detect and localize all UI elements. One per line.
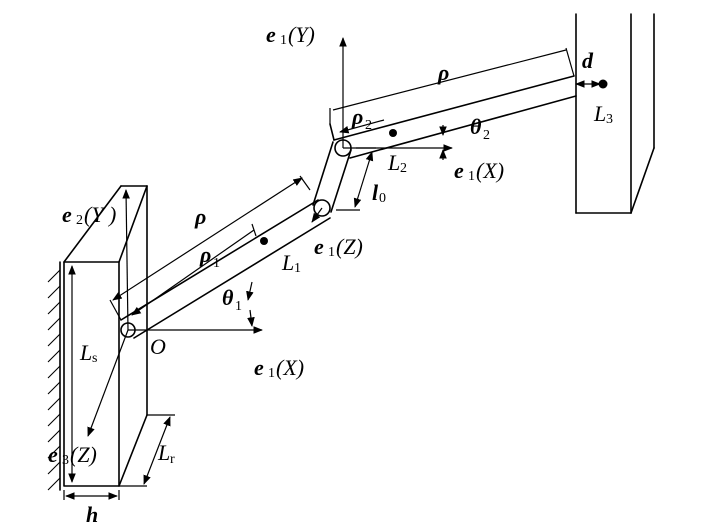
label-rho-top: ρ <box>437 60 449 85</box>
svg-text:e: e <box>266 22 276 47</box>
svg-text:(X): (X) <box>276 355 304 380</box>
svg-text:2: 2 <box>76 213 83 228</box>
svg-text:0: 0 <box>379 191 386 206</box>
svg-text:e: e <box>48 442 58 467</box>
svg-text:(Y): (Y) <box>288 22 315 47</box>
svg-text:1: 1 <box>280 33 287 48</box>
link-2 <box>329 75 577 159</box>
svg-text:2: 2 <box>483 128 490 143</box>
label-O: O <box>150 334 166 359</box>
wall-hatching <box>47 261 61 491</box>
label-L3: L 3 <box>593 101 613 127</box>
svg-text:1: 1 <box>235 299 242 314</box>
svg-text:1: 1 <box>268 366 275 381</box>
svg-text:(Z): (Z) <box>70 442 97 467</box>
svg-text:1: 1 <box>294 261 301 276</box>
svg-text:L: L <box>157 440 170 465</box>
svg-text:ρ: ρ <box>351 104 363 129</box>
svg-text:L: L <box>593 101 606 126</box>
label-e1Y: e 1 (Y) <box>266 22 315 48</box>
svg-text:θ: θ <box>222 285 234 310</box>
e2y-axis <box>122 189 130 331</box>
svg-text:e: e <box>254 355 264 380</box>
theta1-arrow-bottom <box>247 309 255 327</box>
svg-text:2: 2 <box>400 161 407 176</box>
label-rho1: ρ 1 <box>199 242 220 271</box>
theta1-arrow-top <box>246 281 254 301</box>
label-e1X-bottom: e 1 (X) <box>254 355 304 381</box>
svg-text:3: 3 <box>62 453 69 468</box>
rho-mid-dimension <box>109 175 311 321</box>
label-rho-mid: ρ <box>194 204 206 229</box>
label-L2: L 2 <box>387 150 407 176</box>
label-L1: L 1 <box>281 250 301 276</box>
label-h: h <box>86 502 98 527</box>
rho1-dimension <box>131 223 257 316</box>
svg-text:1: 1 <box>213 256 220 271</box>
svg-text:L: L <box>387 150 400 175</box>
svg-text:3: 3 <box>606 112 613 127</box>
svg-text:L: L <box>281 250 294 275</box>
label-theta2: θ 2 <box>470 114 490 143</box>
e3z-axis <box>87 329 129 437</box>
svg-text:ρ: ρ <box>199 242 211 267</box>
svg-text:(X): (X) <box>476 158 504 183</box>
l0-dimension <box>336 147 376 211</box>
label-d: d <box>582 48 594 73</box>
svg-text:1: 1 <box>468 169 475 184</box>
mass-point-L1 <box>260 237 268 245</box>
svg-text:L: L <box>79 340 92 365</box>
label-rho2: ρ 2 <box>351 104 372 133</box>
label-e1Z: e 1 (Z) <box>314 234 363 260</box>
svg-text:(Z): (Z) <box>336 234 363 259</box>
svg-text:r: r <box>170 452 175 467</box>
right-wall-block <box>575 13 655 214</box>
label-Ls: L s <box>79 340 97 366</box>
label-l0: l 0 <box>372 180 386 206</box>
svg-text:e: e <box>454 158 464 183</box>
label-e1X-right: e 1 (X) <box>454 158 504 184</box>
svg-text:e: e <box>62 202 72 227</box>
svg-text:1: 1 <box>328 245 335 260</box>
rho-top-dimension <box>329 47 575 124</box>
label-e2Y: e 2 (Y ) <box>62 202 116 228</box>
e1z-axis <box>311 207 323 223</box>
svg-text:e: e <box>314 234 324 259</box>
rho2-arrow <box>339 119 385 134</box>
svg-text:(Y ): (Y ) <box>84 202 116 227</box>
mass-point-L3 <box>598 79 608 89</box>
svg-text:2: 2 <box>365 118 372 133</box>
mass-point-L2 <box>389 129 397 137</box>
label-e3Z: e 3 (Z) <box>48 442 97 468</box>
label-theta1: θ 1 <box>222 285 242 314</box>
svg-text:θ: θ <box>470 114 482 139</box>
svg-text:s: s <box>92 351 97 366</box>
label-Lr: L r <box>157 440 175 467</box>
svg-text:l: l <box>372 180 379 205</box>
